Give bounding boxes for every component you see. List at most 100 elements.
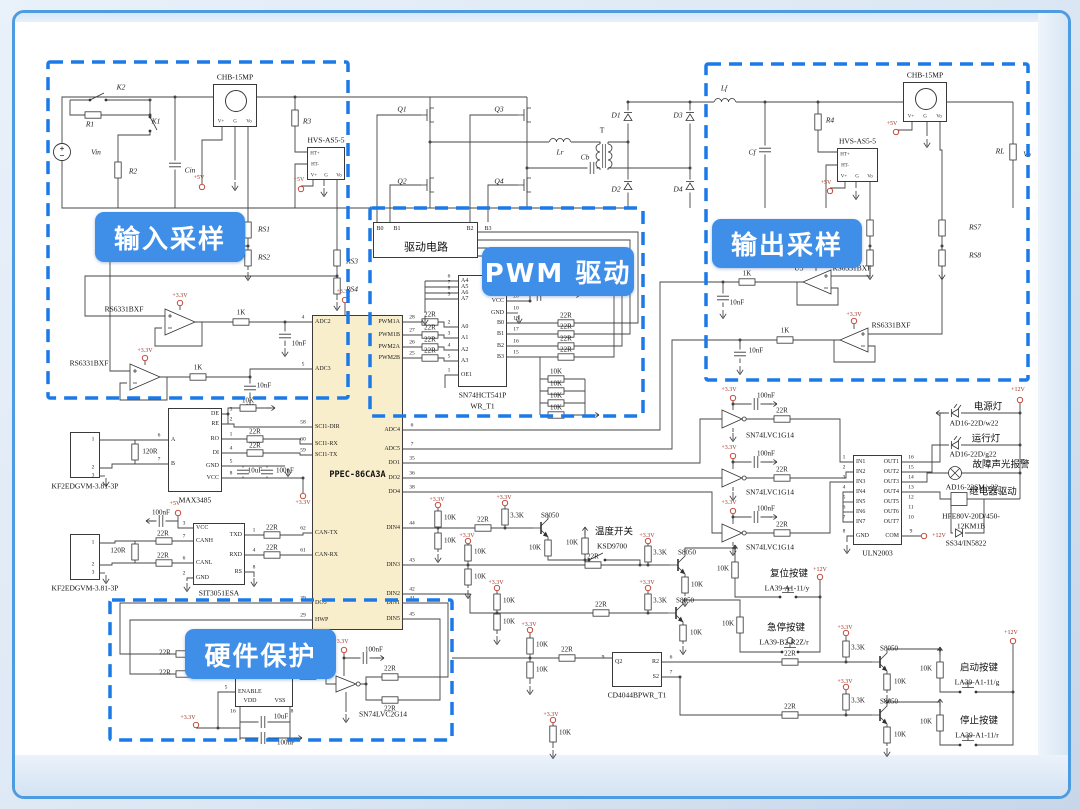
schematic-label: 22R (249, 441, 261, 450)
schematic-label: SN74LVC1G14 (745, 542, 795, 552)
schematic-label: 急停按键 (766, 622, 806, 634)
pin-label: DIN4 (386, 524, 400, 531)
pin-label: ADC5 (384, 445, 400, 452)
schematic-label: +5V (169, 501, 181, 507)
schematic-label: 10K (690, 580, 704, 589)
schematic-label: 温度开关 (594, 526, 634, 538)
schematic-label: 10K (473, 572, 487, 581)
schematic-label: 3.3K (510, 511, 524, 520)
schematic-label: U3 (794, 263, 804, 273)
schematic-label: 10nF (729, 298, 745, 307)
schematic-label: 22R (560, 334, 572, 343)
schematic-label: RS6331BXF (832, 263, 872, 273)
schematic-label: Lr (556, 147, 564, 157)
schematic-label: 22R (424, 310, 436, 319)
schematic-label: B2 (466, 226, 474, 232)
schematic-label: 运行灯 (971, 433, 1001, 445)
schematic-label: 22R (561, 645, 573, 654)
pin-number: 3 (182, 519, 186, 526)
pin-number: 7 (669, 668, 673, 675)
schematic-label: R1 (85, 119, 95, 129)
pin-label: DO1 (388, 459, 400, 466)
schematic-label: +5V (820, 180, 832, 186)
pin-number: 6 (182, 554, 186, 561)
schematic-label: R3 (302, 116, 312, 126)
pin-number: 14 (908, 473, 914, 480)
schematic-label: +3.3V (180, 715, 196, 721)
pin-number: 1 (842, 453, 846, 460)
schematic-label: 10K (549, 379, 563, 388)
pin-number: 12 (908, 493, 914, 500)
schematic-label: V+ (217, 119, 225, 125)
pin-label: IN3 (856, 478, 866, 485)
pin-number: 2 (91, 561, 95, 568)
schematic-label: 复位按键 (769, 568, 809, 580)
schematic-label: 10K (549, 367, 563, 376)
schematic-label: Vin (91, 147, 101, 157)
schematic-label: 120R (110, 546, 126, 555)
pin-number: 7 (182, 532, 186, 539)
pin-number: 6 (842, 503, 846, 510)
schematic-label: Vo (246, 119, 252, 125)
schematic-label: B1 (393, 226, 401, 232)
bottom-margin (15, 755, 1068, 796)
schematic-label: Q1 (397, 104, 407, 114)
schematic-label: V+ (907, 114, 915, 120)
schematic-label: 22R (776, 465, 788, 474)
schematic-label: SN74LVC1G14 (745, 430, 795, 440)
schematic-label: 10K (549, 403, 563, 412)
chip-caption: KF2EDGVM-3.81-3P (51, 583, 119, 593)
schematic-label: D1 (611, 110, 621, 120)
pin-number: 5 (842, 493, 846, 500)
schematic-label: G (855, 174, 859, 180)
schematic-label: D2 (611, 184, 621, 194)
schematic-label: 22R (266, 523, 278, 532)
pin-number: 43 (409, 556, 415, 563)
schematic-label: Vo (1023, 149, 1031, 159)
schematic-label: 22R (595, 600, 607, 609)
pin-number: 3 (91, 569, 95, 576)
pin-number: 7 (842, 513, 846, 520)
schematic-label: +3.3V (336, 289, 352, 295)
pin-label: COM (885, 532, 899, 539)
pin-number: 2 (91, 464, 95, 471)
schematic-label: 10K (565, 538, 579, 547)
chip-CD4044BPWR_T1 (612, 652, 662, 687)
schematic-label: S8050 (676, 596, 694, 605)
schematic-label: 16 (230, 708, 236, 715)
schematic-label: 100nF (277, 738, 295, 747)
schematic-label: 22R (159, 648, 171, 657)
schematic-label: 10K (893, 730, 907, 739)
pin-label: OUT5 (883, 498, 899, 505)
pin-label: IN2 (856, 468, 866, 475)
schematic-label: +5V (193, 175, 205, 181)
pin-label: RXD (229, 551, 242, 558)
pin-label: TXD (229, 531, 242, 538)
schematic-label: B0 (376, 226, 384, 232)
pin-label: DI (212, 449, 219, 456)
schematic-label: HT+ (310, 151, 320, 157)
schematic-label: 22R (776, 520, 788, 529)
schematic-label: 22R (560, 322, 572, 331)
pin-number: 3 (229, 405, 233, 412)
pin-label: IN5 (856, 498, 866, 505)
schematic-label: T (599, 125, 605, 135)
schematic-label: D4 (673, 184, 683, 194)
schematic-label: +12V (1011, 387, 1025, 393)
schematic-label: 启动按键 (959, 662, 999, 674)
pin-label: CANL (196, 559, 213, 566)
schematic-label: S8050 (678, 548, 696, 557)
schematic-label: HT- (841, 163, 849, 169)
pin-number: 3 (842, 473, 846, 480)
schematic-label: RS5 (848, 222, 862, 232)
schematic-label: K1 (151, 116, 161, 126)
schematic-label: 10K (549, 391, 563, 400)
schematic-label: 10K (721, 619, 735, 628)
schematic-label: Cf (748, 147, 756, 157)
chip-caption: MAX3485 (178, 495, 212, 505)
schematic-label: 驱动电路 (404, 240, 448, 254)
schematic-label: 10K (535, 640, 549, 649)
pin-number: 60 (300, 435, 306, 442)
pin-label: OUT6 (883, 508, 899, 515)
schematic-label: Vo (936, 114, 942, 120)
